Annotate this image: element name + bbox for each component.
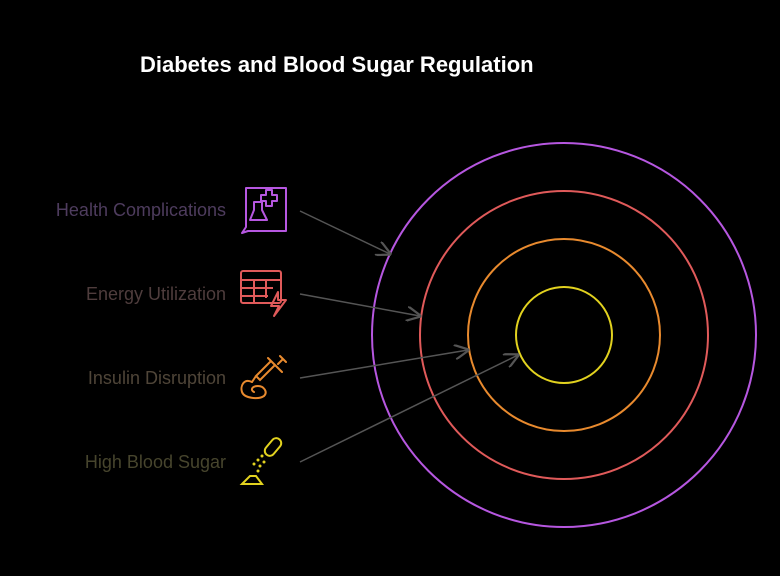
medical-flask-chat-icon: [241, 187, 287, 234]
arrow-high-blood-sugar: [299, 355, 518, 463]
grid-lightning-icon: [240, 270, 287, 317]
arrow-energy-utilization: [299, 293, 420, 316]
label-health-complications: Health Complications: [55, 200, 226, 220]
label-insulin-disruption: Insulin Disruption: [87, 368, 226, 388]
ring-health-complications: [371, 142, 757, 528]
sugar-pour-icon: [239, 437, 283, 485]
arrow-health-complications: [299, 210, 390, 254]
syringe-icon: [240, 355, 287, 400]
diagram-title: Diabetes and Blood Sugar Regulation: [140, 52, 534, 77]
ring-insulin-disruption: [467, 238, 661, 432]
label-high-blood-sugar: High Blood Sugar: [84, 452, 226, 472]
ring-energy-utilization: [419, 190, 709, 480]
ring-high-blood-sugar: [515, 286, 613, 384]
arrow-insulin-disruption: [299, 350, 468, 379]
label-energy-utilization: Energy Utilization: [85, 284, 226, 304]
